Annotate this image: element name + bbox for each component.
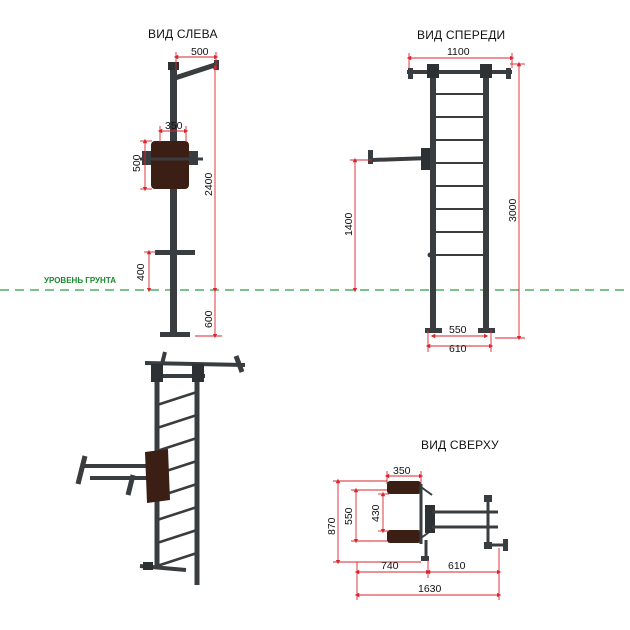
- dim-arm-500: 500: [191, 46, 209, 58]
- top-view-title: ВИД СВЕРХУ: [421, 438, 499, 452]
- top-view-dimensions: [333, 471, 502, 600]
- dim-seat-350: 350: [165, 120, 183, 132]
- left-view-drawing: [140, 60, 219, 337]
- left-view-dimensions: [140, 52, 222, 339]
- dim-height-3000: 3000: [507, 198, 519, 222]
- dim-inner-550: 550: [449, 324, 467, 336]
- dim-width-1100: 1100: [447, 46, 470, 58]
- dim-height-2400: 2400: [203, 172, 215, 196]
- dim-seat-500: 500: [131, 154, 143, 172]
- front-view-drawing: [368, 64, 512, 333]
- dim-outer-550: 550: [343, 507, 355, 525]
- dim-outer-610: 610: [449, 343, 467, 355]
- dim-underground-600: 600: [203, 310, 215, 328]
- front-view-dimensions: [350, 53, 525, 352]
- dim-left-740: 740: [381, 560, 399, 572]
- dim-inner-430: 430: [370, 504, 382, 522]
- front-view-title: ВИД СПЕРЕДИ: [417, 28, 506, 42]
- left-view-title: ВИД СЛЕВА: [148, 27, 218, 41]
- top-view-drawing: [387, 481, 508, 561]
- dim-step-400: 400: [135, 263, 147, 281]
- dim-depth-870: 870: [326, 517, 338, 535]
- dim-right-610: 610: [448, 560, 466, 572]
- dim-total-1630: 1630: [418, 583, 442, 595]
- perspective-view-drawing: [75, 351, 246, 585]
- dim-bar-1400: 1400: [343, 212, 355, 236]
- ground-level-label: УРОВЕНЬ ГРУНТА: [44, 276, 116, 285]
- dim-pad-350: 350: [393, 465, 411, 477]
